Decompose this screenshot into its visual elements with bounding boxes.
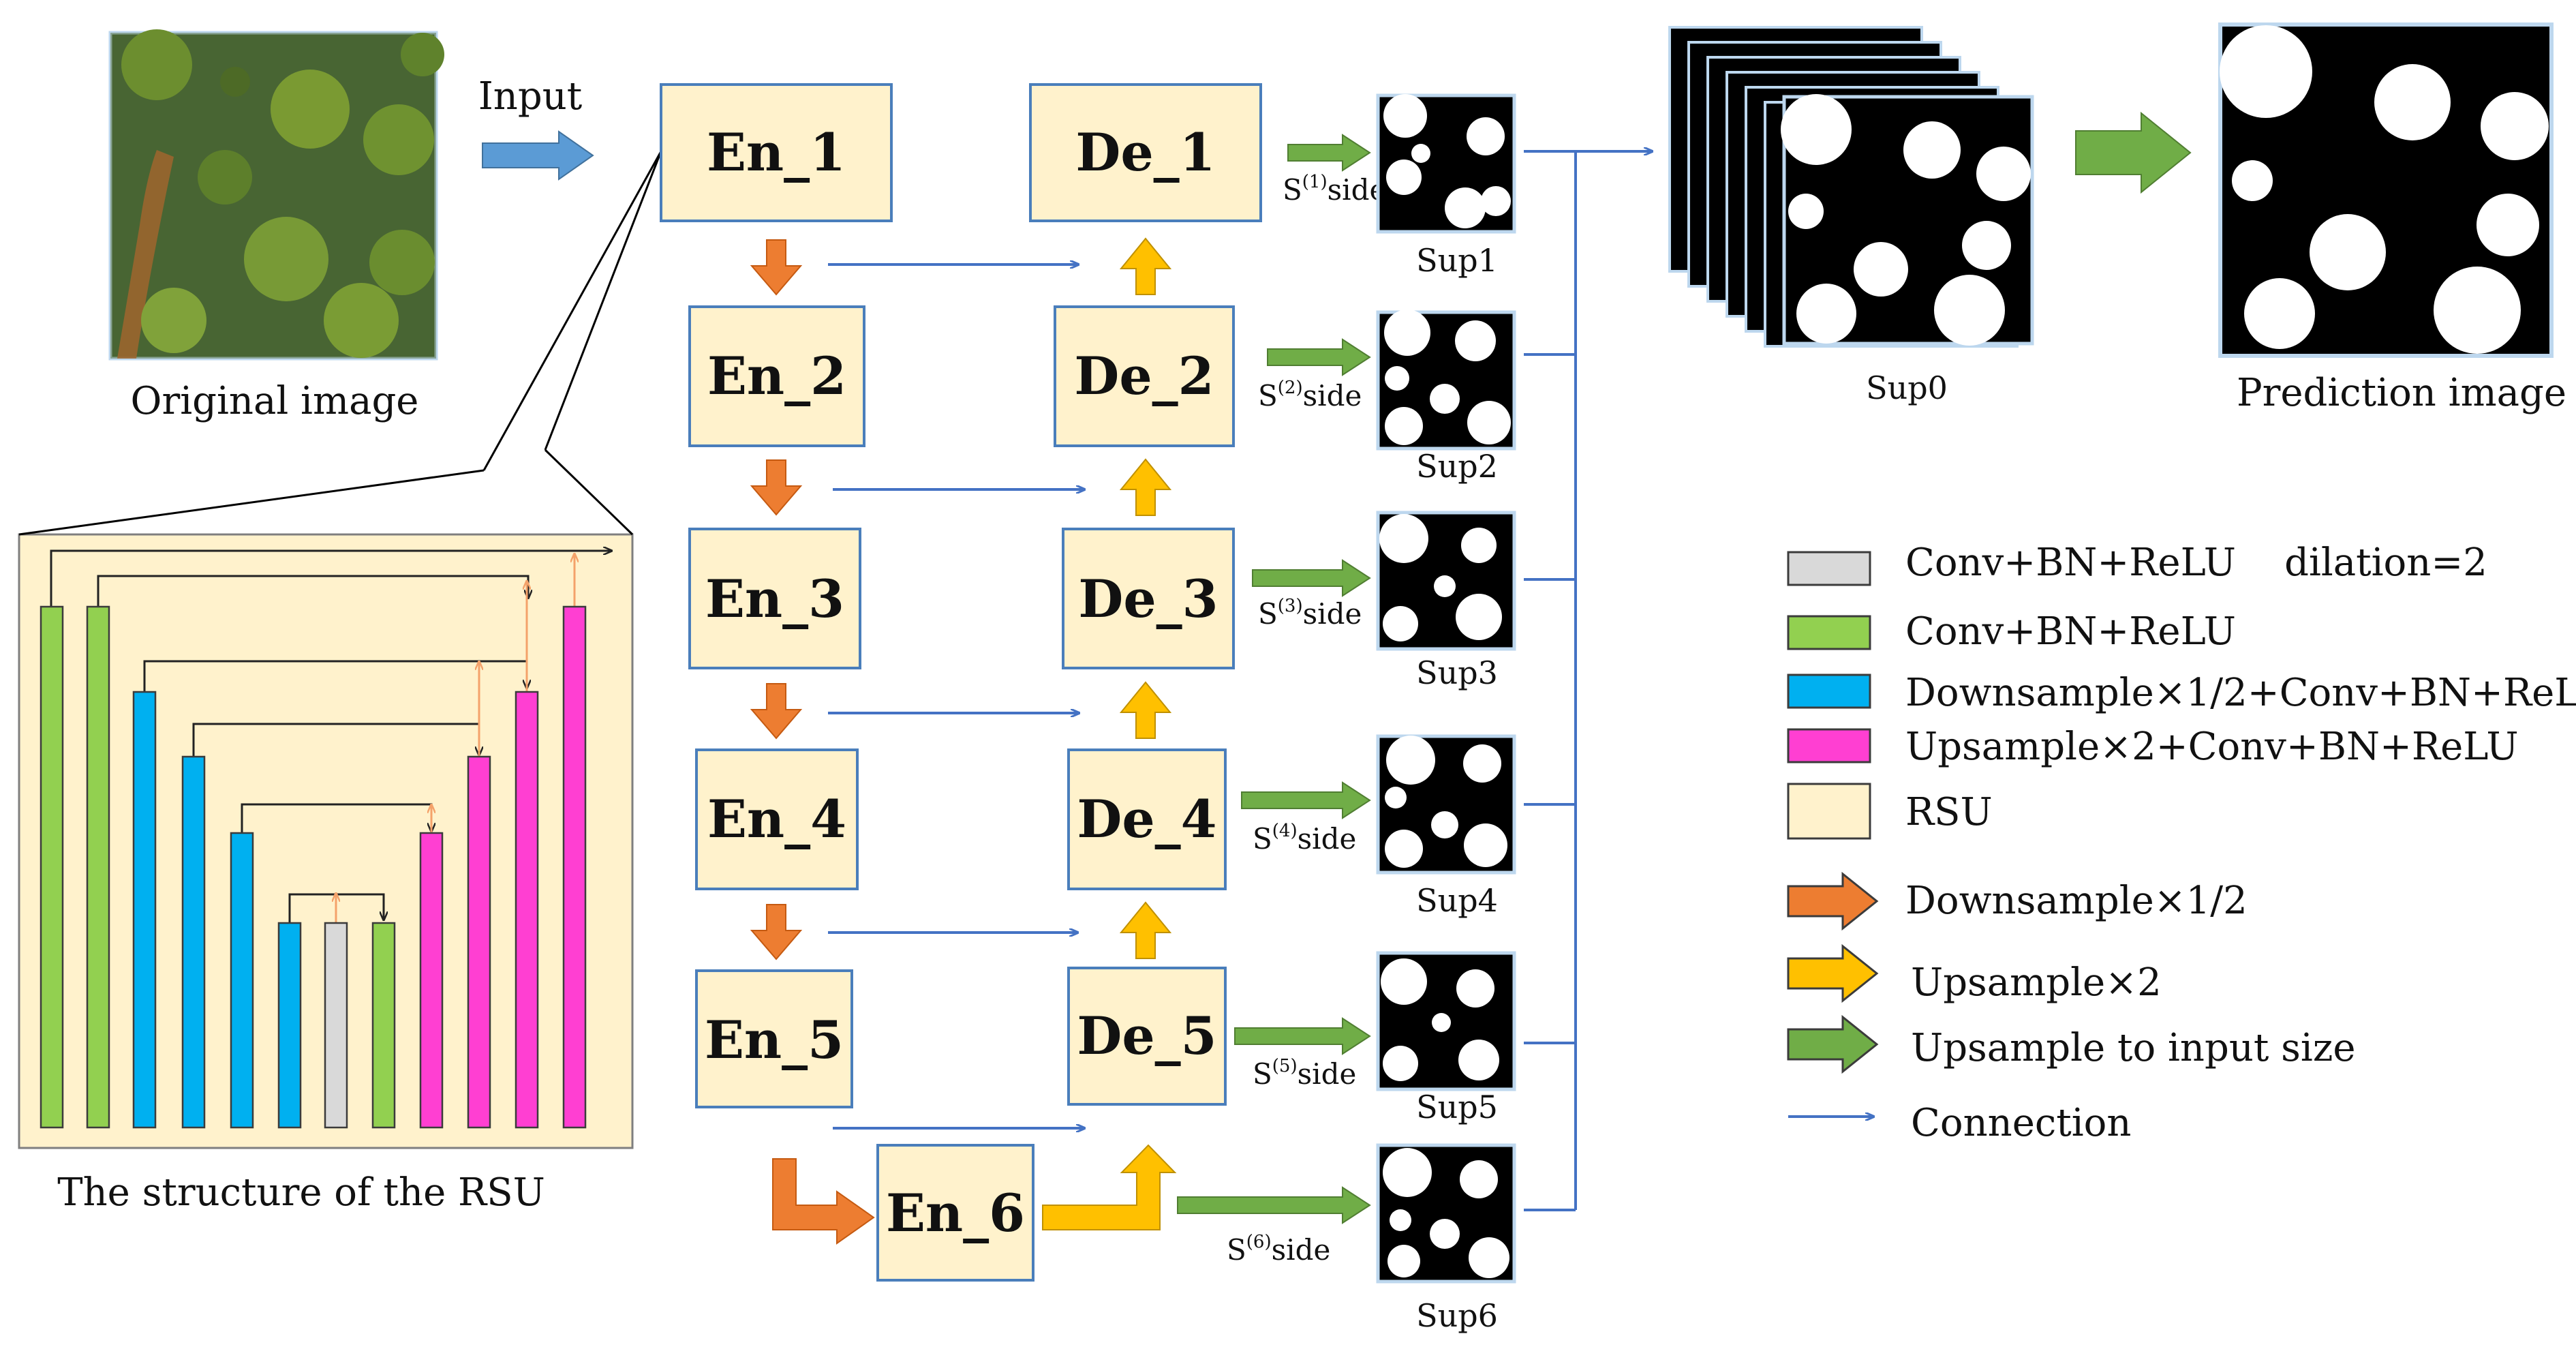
legend: Conv+BN+ReLU dilation=2 Conv+BN+ReLU Dow… [1787, 541, 2576, 1145]
sup-mask-1 [1376, 93, 1516, 234]
legend-item-downsample-conv: Downsample×1/2+Conv+BN+ReLU [1787, 671, 2576, 715]
svg-text:En_2: En_2 [707, 346, 846, 406]
encoder-block-6: En_6 [876, 1144, 1034, 1282]
side-output-label-1: S(1)side [1283, 172, 1386, 207]
svg-text:De_4: De_4 [1077, 789, 1216, 849]
legend-item-downsample-arrow: Downsample×1/2 [1787, 871, 2248, 931]
input-arrow [482, 130, 594, 181]
svg-text:En_3: En_3 [705, 569, 844, 629]
legend-item-upsample-conv: Upsample×2+Conv+BN+ReLU [1787, 725, 2519, 769]
sup-label-5: Sup5 [1416, 1089, 1498, 1125]
input-label: Input [478, 74, 583, 119]
prediction-image [2218, 22, 2554, 358]
svg-text:Conv+BN+ReLU: Conv+BN+ReLU [1905, 609, 2236, 654]
upsample-to-input-arrow [2075, 111, 2192, 194]
svg-text:En_1: En_1 [707, 122, 846, 183]
svg-text:En_5: En_5 [705, 1010, 844, 1070]
original-image [108, 29, 444, 361]
svg-text:Upsample×2+Conv+BN+ReLU: Upsample×2+Conv+BN+ReLU [1905, 725, 2519, 769]
svg-text:Connection: Connection [1911, 1101, 2131, 1145]
encoder-block-1: En_1 [660, 83, 893, 222]
svg-text:Upsample to input size: Upsample to input size [1911, 1026, 2355, 1070]
sup-label-4: Sup4 [1416, 882, 1498, 919]
svg-text:De_3: De_3 [1078, 569, 1218, 629]
svg-text:De_5: De_5 [1077, 1005, 1216, 1066]
sup-mask-2 [1376, 309, 1516, 451]
upsample-arrows [1042, 237, 1177, 1230]
decoder-block-3: De_3 [1062, 528, 1235, 669]
downsample-elbow-arrow [772, 1158, 875, 1245]
sup-mask-6 [1376, 1143, 1516, 1284]
svg-text:De_1: De_1 [1075, 122, 1215, 183]
encoder-block-3: En_3 [688, 528, 861, 669]
skip-connections [828, 264, 1085, 1128]
prediction-image-caption: Prediction image [2237, 371, 2566, 415]
upsample-elbow-arrow [1042, 1144, 1177, 1230]
sup-mask-5 [1376, 951, 1516, 1091]
legend-item-upsample-arrow: Upsample×2 [1787, 943, 2162, 1005]
encoder-block-2: En_2 [688, 305, 865, 447]
legend-item-connection: Connection [1788, 1101, 2131, 1145]
svg-text:Downsample×1/2: Downsample×1/2 [1905, 879, 2248, 923]
legend-item-dilated-conv: Conv+BN+ReLU dilation=2 [1787, 541, 2487, 586]
legend-item-conv: Conv+BN+ReLU [1787, 609, 2236, 654]
svg-text:En_6: En_6 [886, 1183, 1025, 1243]
sup-label-2: Sup2 [1416, 448, 1498, 485]
original-image-caption: Original image [131, 379, 419, 423]
decoder-block-2: De_2 [1054, 305, 1235, 447]
decoder-block-5: De_5 [1067, 967, 1227, 1106]
rsu-structure-panel [18, 151, 662, 1149]
side-output-label-4: S(4)side [1253, 821, 1356, 856]
side-output-label-6: S(6)side [1227, 1232, 1330, 1267]
side-output-label-5: S(5)side [1253, 1056, 1356, 1091]
sup0-label: Sup0 [1866, 369, 1948, 406]
sup0-stack [1668, 26, 2034, 348]
sup-mask-3 [1376, 511, 1516, 651]
svg-text:RSU: RSU [1905, 790, 1993, 834]
fusion-connections [1524, 151, 1653, 1211]
encoder-block-5: En_5 [695, 969, 853, 1108]
rsu-structure-caption: The structure of the RSU [57, 1170, 545, 1215]
sup-label-1: Sup1 [1416, 242, 1498, 279]
sup-mask-4 [1376, 734, 1516, 875]
sup-label-6: Sup6 [1416, 1297, 1498, 1334]
svg-text:Downsample×1/2+Conv+BN+ReLU: Downsample×1/2+Conv+BN+ReLU [1905, 671, 2576, 715]
downsample-arrows [750, 239, 875, 1245]
svg-text:Upsample×2: Upsample×2 [1911, 960, 2162, 1005]
decoder-block-1: De_1 [1029, 83, 1262, 222]
side-output-arrows [1177, 134, 1371, 1224]
side-output-label-3: S(3)side [1258, 596, 1362, 631]
svg-text:Conv+BN+ReLU dilation=2: Conv+BN+ReLU dilation=2 [1905, 541, 2487, 585]
svg-text:En_4: En_4 [707, 789, 846, 849]
legend-item-rsu: RSU [1787, 783, 1993, 840]
encoder-block-4: En_4 [695, 748, 859, 890]
legend-item-upsample-input-arrow: Upsample to input size [1787, 1014, 2355, 1074]
sup-label-3: Sup3 [1416, 654, 1498, 691]
decoder-block-4: De_4 [1067, 748, 1227, 890]
svg-text:De_2: De_2 [1074, 346, 1214, 406]
side-output-label-2: S(2)side [1258, 378, 1362, 412]
